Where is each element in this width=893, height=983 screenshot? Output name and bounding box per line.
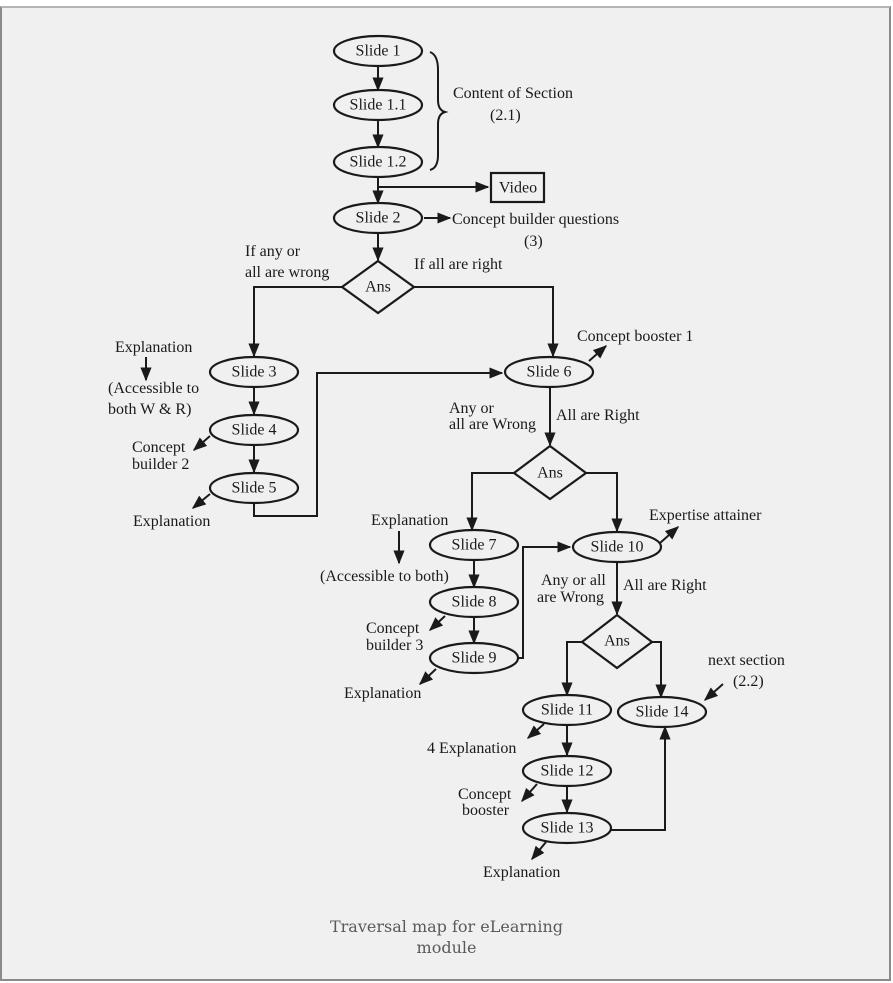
edge-slide9-slide10 [519,541,572,659]
node-label: Slide 1.1 [350,97,407,114]
label-any-wrong-slide10-line2: are Wrong [537,589,604,606]
figure-caption: Traversal map for eLearning module [0,916,893,958]
edge-ans1-slide6 [414,286,559,358]
section-brace [429,51,449,171]
node-slide-4[interactable]: Slide 4 [208,413,300,447]
edge-slide11-explanation [526,723,545,739]
edge-ans3-slide11 [561,641,582,697]
node-label: Slide 6 [527,364,572,381]
edge-slide6-concept-booster1 [588,345,608,362]
edge-slide12-concept-booster [521,783,538,803]
node-label: Slide 4 [232,422,277,439]
label-next-section-number: (2.2) [733,673,764,690]
node-label: Slide 9 [452,650,497,667]
label-explanation-top: Explanation [115,339,192,356]
node-slide-9[interactable]: Slide 9 [428,641,520,675]
node-slide-14[interactable]: Slide 14 [616,695,708,729]
label-expertise-attainer: Expertise attainer [649,507,762,524]
label-content-of-section-number: (2.1) [490,107,521,124]
label-explanation-slide7: Explanation [371,512,448,529]
label-if-any-wrong: If any or [245,243,301,260]
node-slide-12[interactable]: Slide 12 [521,754,613,788]
edge-next-section-slide14 [703,683,724,701]
label-any-wrong-slide10: Any or all [541,572,606,589]
label-concept-builder-2-line2: builder 2 [132,456,189,473]
label-concept-builder-questions-count: (3) [524,233,543,250]
label-concept-builder-3: Concept [366,620,420,637]
node-label: Slide 5 [232,480,277,497]
node-label: Slide 10 [591,539,644,556]
edge-ans2-slide10 [586,472,623,533]
node-label: Slide 13 [541,820,594,837]
node-slide-7[interactable]: Slide 7 [428,528,520,562]
node-ans-2[interactable]: Ans [512,444,588,501]
edge-ans3-slide14 [652,641,667,699]
node-slide-1[interactable]: Slide 1 [332,34,424,68]
label-any-wrong-slide6-line2: all are Wrong [449,416,536,433]
label-all-right-slide6: All are Right [556,407,640,424]
node-label: Slide 11 [541,702,593,719]
node-label: Ans [365,279,391,296]
edge-slide13-slide14 [611,725,671,831]
node-video[interactable]: Video [489,171,546,204]
connectors [140,66,724,861]
label-concept-builder-questions: Concept builder questions [452,211,619,228]
node-slide-13[interactable]: Slide 13 [521,811,613,845]
edge-slide13-explanation [531,841,547,861]
edge-slide9-explanation [418,668,437,685]
node-label: Slide 12 [541,763,594,780]
label-if-all-right: If all are right [414,256,503,273]
label-concept-builder-2: Concept [132,439,186,456]
label-all-right-slide10: All are Right [623,577,707,594]
node-ans-1[interactable]: Ans [340,259,416,315]
label-concept-booster-line2: booster [462,802,510,819]
label-next-section: next section [708,652,785,669]
node-slide-1-2[interactable]: Slide 1.2 [332,145,424,179]
edge-slide5-explanation [191,493,211,509]
node-label: Slide 14 [636,704,689,721]
node-label: Ans [604,633,630,650]
label-any-wrong-slide6: Any or [449,400,495,417]
edge-slide4-concept-builder2 [192,435,211,451]
label-concept-booster-1: Concept booster 1 [577,328,693,345]
node-label: Ans [537,465,563,482]
caption-text: Traversal map for eLearning module [329,917,563,957]
node-slide-6[interactable]: Slide 6 [503,355,595,389]
node-label: Video [499,180,537,197]
node-slide-11[interactable]: Slide 11 [521,693,613,727]
label-explanation-slide11: 4 Explanation [427,740,516,757]
edge-slide8-concept-builder3 [428,615,446,631]
edge-slide5-slide6 [253,367,504,517]
label-accessible-wr: (Accessible to [108,380,199,397]
label-if-any-wrong-line2: all are wrong [245,264,329,281]
label-content-of-section: Content of Section [453,85,573,102]
label-explanation-slide13: Explanation [483,864,560,881]
figure-frame [0,6,891,981]
label-explanation-slide9: Explanation [344,685,421,702]
label-accessible-wr-line2: both W & R) [108,401,191,418]
node-slide-1-1[interactable]: Slide 1.1 [332,88,424,122]
label-concept-builder-3-line2: builder 3 [366,637,423,654]
edge-ans1-slide3 [248,286,342,358]
node-label: Slide 3 [232,364,277,381]
node-label: Slide 7 [452,537,497,554]
edge-slide10-expertise [659,526,680,544]
node-slide-2[interactable]: Slide 2 [332,201,424,235]
node-ans-3[interactable]: Ans [580,613,654,670]
node-slide-5[interactable]: Slide 5 [208,471,300,505]
node-label: Slide 2 [356,210,401,227]
node-slide-3[interactable]: Slide 3 [208,355,300,389]
label-explanation-slide5: Explanation [133,513,210,530]
label-concept-booster: Concept [458,786,512,803]
node-label: Slide 1.2 [350,154,407,171]
edge-ans2-slide7 [466,472,514,532]
node-label: Slide 8 [452,594,497,611]
node-slide-10[interactable]: Slide 10 [571,530,663,564]
node-slide-8[interactable]: Slide 8 [428,585,520,619]
node-label: Slide 1 [356,43,401,60]
label-accessible-both: (Accessible to both) [320,568,449,585]
